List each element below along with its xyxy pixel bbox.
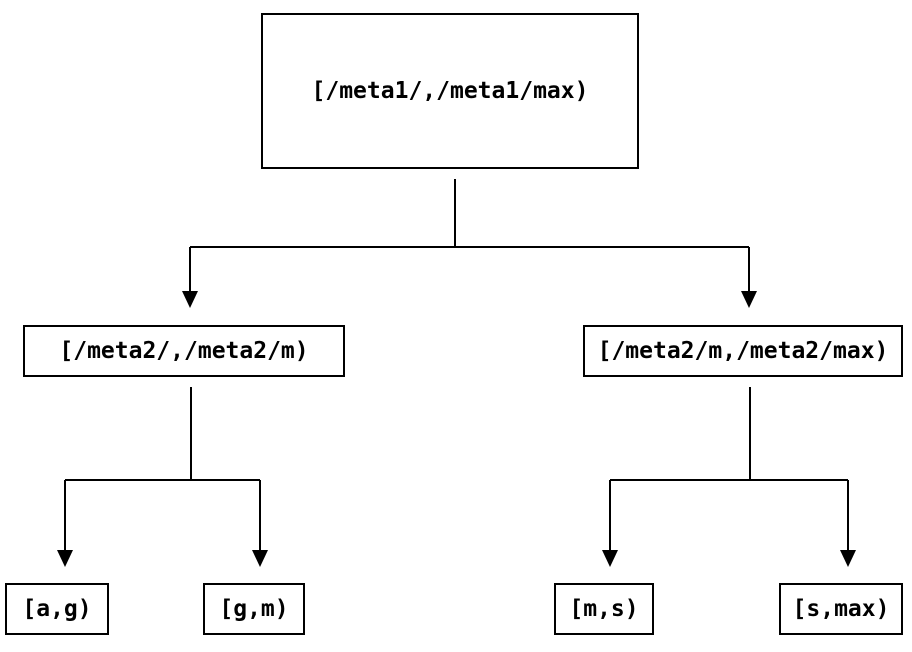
arrowhead-mid-left [182,291,198,308]
node-mid-left: [/meta2/,/meta2/m) [23,325,345,377]
edge-root-to-children [189,179,750,292]
node-mid-left-label: [/meta2/,/meta2/m) [59,338,309,364]
node-leaf-3: [m,s) [554,583,654,635]
node-mid-right-label: [/meta2/m,/meta2/max) [597,338,889,364]
arrowhead-mid-right [741,291,757,308]
node-leaf-2: [g,m) [203,583,305,635]
edge-midright-to-children [609,387,849,551]
node-leaf-4: [s,max) [779,583,903,635]
edge-midleft-to-children [64,387,261,551]
arrowhead-leaf-4 [840,550,856,567]
node-leaf-4-label: [s,max) [792,596,890,622]
node-root: [/meta1/,/meta1/max) [261,13,639,169]
node-leaf-1: [a,g) [5,583,109,635]
arrowhead-leaf-1 [57,550,73,567]
arrowhead-leaf-2 [252,550,268,567]
node-leaf-2-label: [g,m) [219,596,289,622]
node-root-label: [/meta1/,/meta1/max) [311,78,589,104]
node-mid-right: [/meta2/m,/meta2/max) [583,325,903,377]
arrowhead-leaf-3 [602,550,618,567]
node-leaf-3-label: [m,s) [569,596,639,622]
node-leaf-1-label: [a,g) [22,596,92,622]
